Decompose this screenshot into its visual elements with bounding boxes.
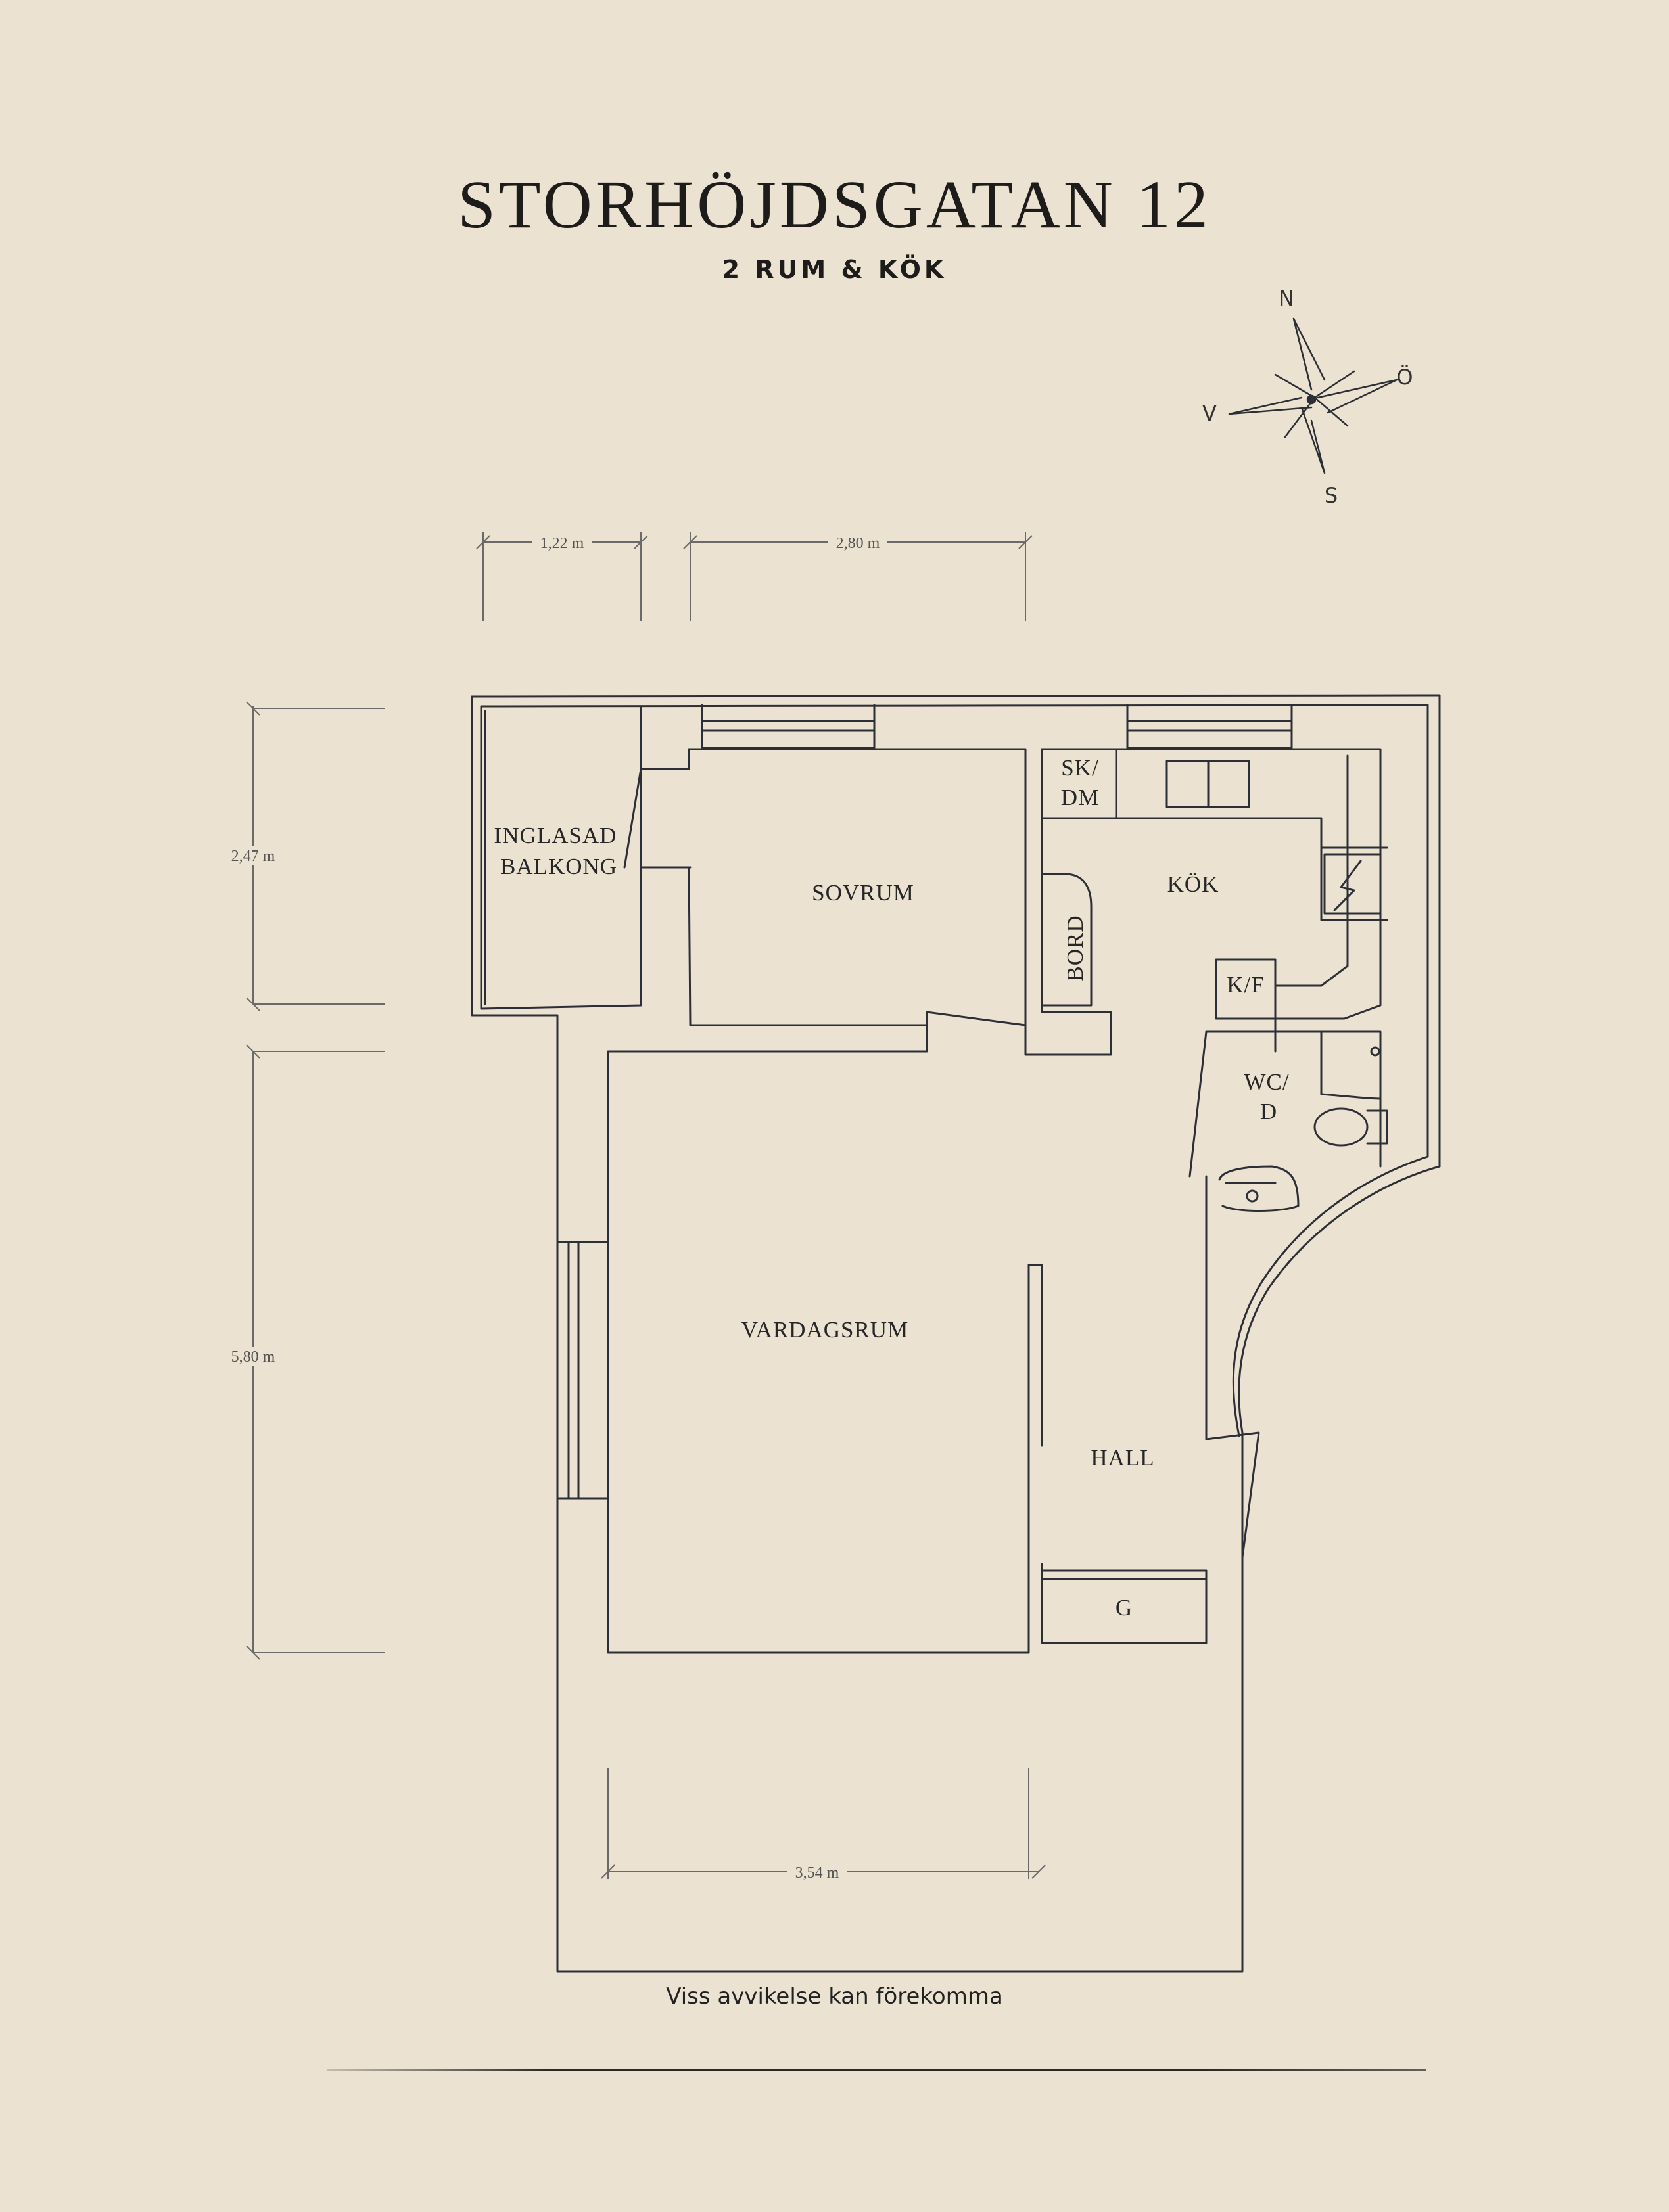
room-label-kitchen: KÖK xyxy=(1167,871,1219,897)
dim-line-living-depth xyxy=(246,1044,385,1660)
room-label-table: BORD xyxy=(1062,915,1088,981)
room-label-hall: HALL xyxy=(1091,1445,1154,1471)
room-label-wardrobe: G xyxy=(1116,1595,1133,1621)
disclaimer-text: Viss avvikelse kan förekomma xyxy=(666,1983,1003,2010)
dim-bedroom-depth-label: 2,47 m xyxy=(231,848,275,865)
compass-south-label: S xyxy=(1325,483,1338,508)
room-label-living: VARDAGSRUM xyxy=(741,1317,908,1343)
room-label-bedroom: SOVRUM xyxy=(812,880,914,906)
page-subtitle: 2 RUM & KÖK xyxy=(722,255,947,284)
room-label-storage-line2: DM xyxy=(1061,785,1099,810)
top-windows xyxy=(701,704,1293,749)
dim-living-width-label: 3,54 m xyxy=(795,1864,839,1881)
dim-line-living-width xyxy=(601,1768,1046,1879)
compass-east-label: Ö xyxy=(1396,365,1413,390)
room-label-bathroom-line1: WC/ xyxy=(1244,1069,1289,1095)
compass-north-label: N xyxy=(1279,286,1294,311)
room-label-bathroom-line2: D xyxy=(1260,1099,1277,1124)
room-label-balcony-line1: INGLASAD xyxy=(494,823,617,848)
dim-living-depth-label: 5,80 m xyxy=(231,1348,275,1366)
dim-bedroom-width-label: 2,80 m xyxy=(836,535,880,552)
balcony-walls xyxy=(480,705,692,1010)
room-label-fridge: K/F xyxy=(1227,972,1264,998)
room-label-storage-line1: SK/ xyxy=(1061,755,1098,781)
outer-walls xyxy=(471,694,1441,1973)
footer-divider xyxy=(327,2069,1426,2071)
kitchen-walls xyxy=(1041,748,1388,1053)
compass-west-label: V xyxy=(1202,401,1217,426)
compass-rose-icon xyxy=(1228,317,1398,474)
dim-balcony-width-label: 1,22 m xyxy=(540,535,584,552)
room-label-balcony-line2: BALKONG xyxy=(500,854,617,879)
page-title: STORHÖJDSGATAN 12 xyxy=(458,167,1211,242)
bathroom-walls xyxy=(1188,1030,1388,1212)
bedroom-walls xyxy=(607,748,1112,1651)
living-hall-walls xyxy=(556,1175,1260,1654)
